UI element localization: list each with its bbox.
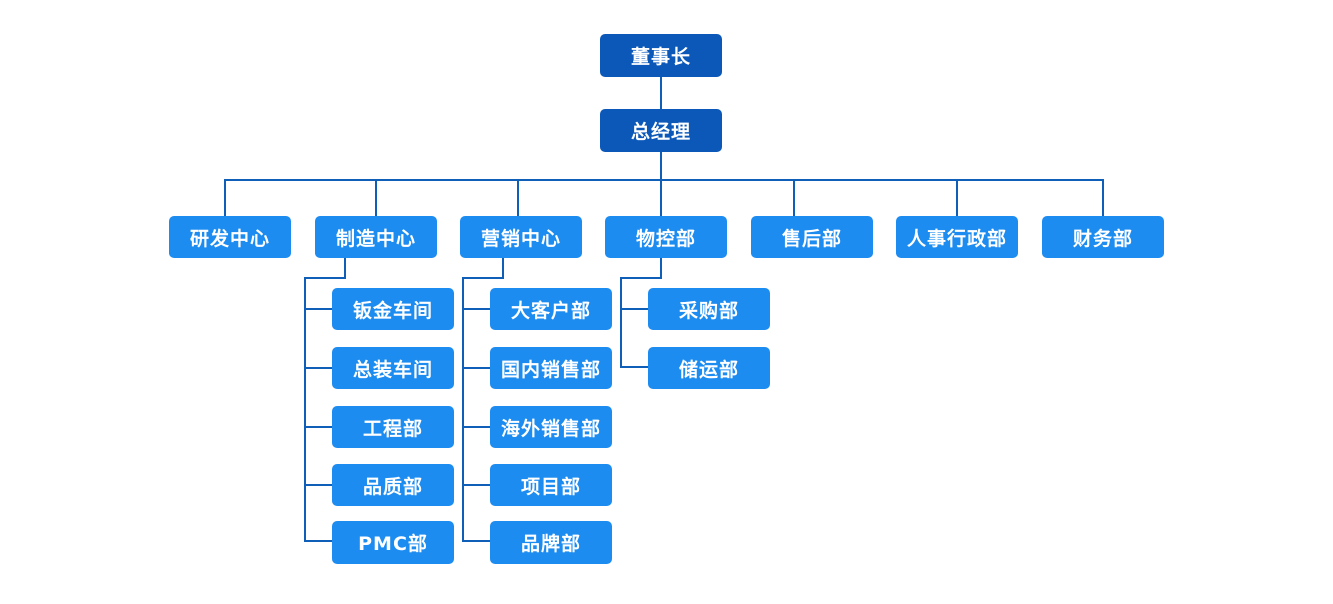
node-procurement: 采购部 — [648, 288, 770, 330]
connector-line — [956, 179, 958, 216]
node-hr-admin: 人事行政部 — [896, 216, 1018, 258]
connector-line — [620, 277, 662, 279]
node-sheet-metal-workshop: 钣金车间 — [332, 288, 454, 330]
connector-line — [304, 277, 306, 542]
node-pmc: PMC部 — [332, 521, 454, 564]
connector-line — [375, 179, 377, 216]
node-after-sales: 售后部 — [751, 216, 873, 258]
connector-line — [304, 426, 332, 428]
connector-line — [793, 179, 795, 216]
node-projects: 项目部 — [490, 464, 612, 506]
connector-line — [304, 540, 332, 542]
connector-line — [224, 179, 226, 216]
node-general-manager: 总经理 — [600, 109, 722, 152]
node-overseas-sales: 海外销售部 — [490, 406, 612, 448]
node-logistics: 储运部 — [648, 347, 770, 389]
connector-line — [462, 277, 504, 279]
connector-line — [660, 258, 662, 278]
node-key-accounts: 大客户部 — [490, 288, 612, 330]
connector-line — [304, 484, 332, 486]
node-finance: 财务部 — [1042, 216, 1164, 258]
connector-line — [462, 426, 490, 428]
connector-line — [660, 77, 662, 109]
connector-line — [660, 179, 662, 216]
node-brand: 品牌部 — [490, 521, 612, 564]
node-domestic-sales: 国内销售部 — [490, 347, 612, 389]
connector-line — [660, 152, 662, 181]
node-chairman: 董事长 — [600, 34, 722, 77]
connector-line — [304, 277, 346, 279]
connector-line — [462, 367, 490, 369]
node-manufacturing-center: 制造中心 — [315, 216, 437, 258]
connector-line — [517, 179, 519, 216]
node-marketing-center: 营销中心 — [460, 216, 582, 258]
node-rd-center: 研发中心 — [169, 216, 291, 258]
connector-line — [1102, 179, 1104, 216]
node-quality: 品质部 — [332, 464, 454, 506]
connector-line — [462, 277, 464, 542]
connector-line — [344, 258, 346, 278]
connector-line — [620, 308, 648, 310]
connector-line — [620, 277, 622, 368]
connector-line — [620, 366, 648, 368]
connector-line — [462, 484, 490, 486]
connector-line — [502, 258, 504, 278]
node-material-control: 物控部 — [605, 216, 727, 258]
connector-line — [224, 179, 1104, 181]
connector-line — [304, 367, 332, 369]
connector-line — [462, 308, 490, 310]
connector-line — [462, 540, 490, 542]
node-engineering: 工程部 — [332, 406, 454, 448]
connector-line — [304, 308, 332, 310]
node-assembly-workshop: 总装车间 — [332, 347, 454, 389]
